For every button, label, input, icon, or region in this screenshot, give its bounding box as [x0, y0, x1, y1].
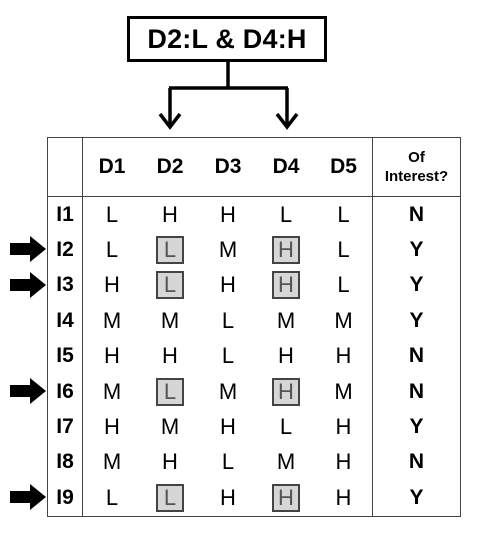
row-label: I9: [48, 480, 83, 516]
table-cell: M: [334, 378, 353, 404]
table-cell: L: [141, 232, 199, 267]
table-cell: M: [102, 449, 122, 475]
row-label: I7: [48, 409, 83, 445]
table-cell: H: [104, 414, 120, 440]
column-header: D1: [83, 138, 141, 197]
row-label: I8: [48, 444, 83, 481]
table-cell: L: [141, 268, 199, 303]
highlighted-value: H: [272, 271, 300, 300]
table-cell: L: [105, 237, 119, 263]
interest-value: N: [372, 444, 460, 481]
highlighted-value: L: [156, 483, 184, 512]
table-cell: M: [334, 307, 353, 333]
query-label: D2:L & D4:H: [147, 23, 307, 54]
down-arrow-icon: [275, 112, 299, 130]
table-cell: L: [221, 307, 235, 333]
table-cell: L: [141, 374, 199, 409]
row-label: I1: [48, 197, 83, 233]
column-header: D2: [141, 138, 199, 197]
table-cell: L: [279, 201, 293, 227]
table-cell: H: [220, 484, 236, 510]
table-cell: H: [104, 272, 120, 298]
table-cell: H: [257, 232, 315, 267]
interest-value: N: [372, 338, 460, 374]
table-cell: H: [257, 268, 315, 303]
table-corner: [48, 138, 83, 197]
table-cell: H: [162, 449, 178, 475]
right-arrow-icon: [10, 271, 46, 298]
interest-value: N: [372, 373, 460, 410]
table-cell: M: [276, 307, 296, 333]
highlighted-value: L: [156, 236, 184, 265]
table-cell: H: [220, 272, 236, 298]
table-cell: L: [141, 480, 199, 515]
table-cell: H: [278, 343, 294, 369]
interest-value: Y: [372, 303, 460, 339]
down-arrow-icon: [158, 112, 182, 130]
interest-value: Y: [372, 232, 460, 268]
right-arrow-icon: [10, 377, 46, 404]
row-label: I6: [48, 373, 83, 410]
table-cell: M: [218, 237, 238, 263]
table-cell: H: [257, 480, 315, 515]
highlighted-value: H: [272, 483, 300, 512]
table-cell: H: [335, 343, 352, 369]
column-header: D5: [315, 138, 372, 197]
table-cell: H: [335, 414, 352, 440]
table-cell: H: [257, 374, 315, 409]
highlighted-value: H: [272, 377, 300, 406]
highlighted-value: L: [156, 271, 184, 300]
row-label: I4: [48, 303, 83, 339]
table-cell: H: [104, 343, 120, 369]
interest-value: N: [372, 197, 460, 233]
table-cell: H: [335, 484, 352, 510]
table-cell: M: [160, 307, 180, 333]
right-arrow-icon: [10, 236, 46, 263]
table-cell: H: [162, 343, 178, 369]
table-cell: L: [337, 272, 350, 298]
table-cell: H: [220, 201, 236, 227]
highlighted-value: L: [156, 377, 184, 406]
table-cell: M: [102, 378, 122, 404]
table-cell: L: [337, 201, 350, 227]
table-cell: H: [162, 201, 178, 227]
interest-value: Y: [372, 267, 460, 304]
interest-header-line1: Of: [408, 149, 425, 166]
table-cell: H: [335, 449, 352, 475]
row-label: I5: [48, 338, 83, 374]
table-cell: L: [221, 343, 235, 369]
table-cell: M: [102, 307, 122, 333]
table-cell: L: [337, 237, 350, 263]
table-cell: L: [105, 484, 119, 510]
table-cell: L: [279, 414, 293, 440]
table-cell: M: [160, 414, 180, 440]
interest-header-line2: Interest?: [384, 168, 449, 185]
table-cell: M: [276, 449, 296, 475]
interest-value: Y: [372, 480, 460, 516]
table-cell: L: [105, 201, 119, 227]
row-label: I2: [48, 232, 83, 268]
row-label: I3: [48, 267, 83, 304]
interest-value: Y: [372, 409, 460, 445]
right-arrow-icon: [10, 483, 46, 510]
table-cell: L: [221, 449, 235, 475]
query-connector: [158, 62, 299, 130]
table-cell: M: [218, 378, 238, 404]
table-cell: H: [220, 414, 236, 440]
query-box: D2:L & D4:H: [127, 16, 327, 62]
column-header: D3: [199, 138, 257, 197]
highlighted-value: H: [272, 236, 300, 265]
column-header: D4: [257, 138, 315, 197]
